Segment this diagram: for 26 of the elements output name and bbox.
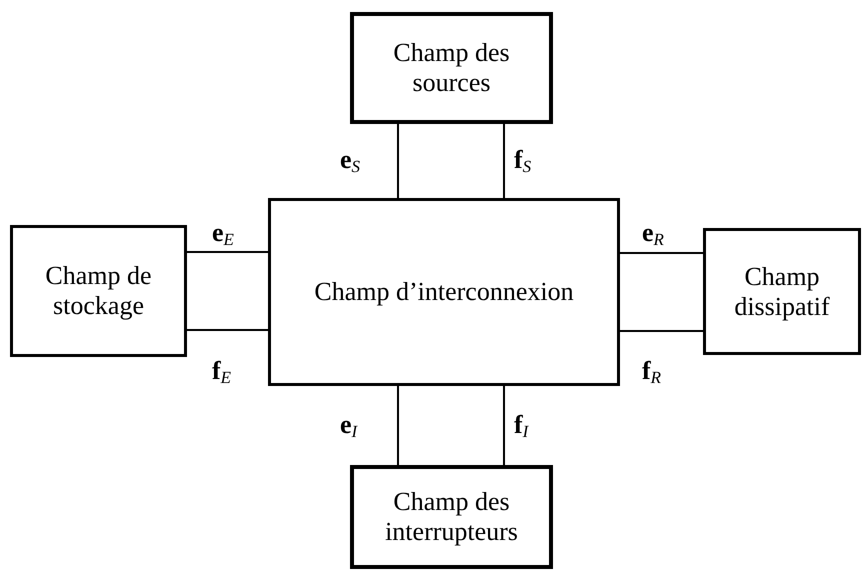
box-label: Champ dissipatif bbox=[733, 262, 831, 322]
connector-line bbox=[397, 386, 399, 465]
edge-label: f$_{R}$ bbox=[642, 356, 662, 386]
connector-line bbox=[620, 330, 703, 332]
connector-line bbox=[503, 386, 505, 465]
edge-label: f$_{I}$ bbox=[514, 410, 528, 440]
box-label: Champ des interrupteurs bbox=[384, 487, 519, 547]
connector-line bbox=[187, 329, 268, 331]
box-label: Champ de stockage bbox=[44, 261, 153, 321]
connector-line bbox=[187, 251, 268, 253]
edge-label: e$_{I}$ bbox=[340, 410, 358, 440]
field-box bbox=[703, 228, 861, 355]
edge-label: e$_{R}$ bbox=[642, 218, 664, 248]
field-box bbox=[268, 198, 620, 386]
connector-line bbox=[397, 124, 399, 198]
edge-label: e$_{E}$ bbox=[212, 218, 234, 248]
connector-line bbox=[620, 252, 703, 254]
box-label: Champ des sources bbox=[392, 38, 511, 98]
edge-label: f$_{E}$ bbox=[212, 356, 232, 386]
field-box bbox=[350, 12, 553, 124]
field-box bbox=[350, 465, 553, 569]
connector-line bbox=[503, 124, 505, 198]
edge-label: e$_{S}$ bbox=[340, 145, 360, 175]
field-box bbox=[10, 225, 187, 357]
edge-label: f$_{S}$ bbox=[514, 145, 532, 175]
box-label: Champ d’interconnexion bbox=[313, 277, 575, 307]
